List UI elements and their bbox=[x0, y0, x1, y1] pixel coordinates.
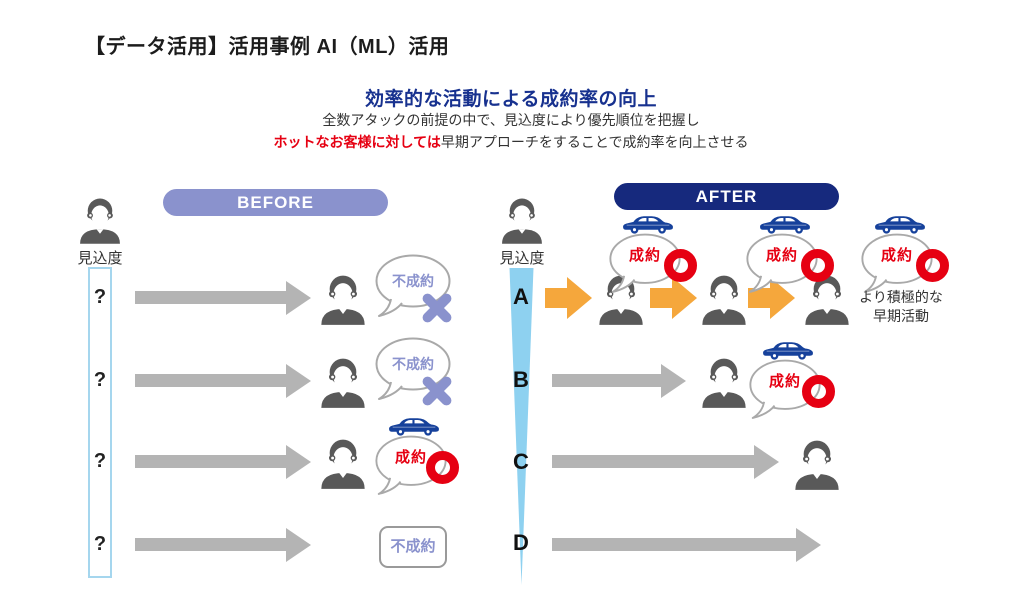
success-label: 成約 bbox=[880, 247, 913, 264]
flow-arrow-icon bbox=[135, 538, 286, 551]
before-pill: BEFORE bbox=[163, 189, 388, 216]
success-ring-icon bbox=[426, 451, 459, 484]
prospect-funnel-icon bbox=[509, 268, 534, 585]
x-mark-icon bbox=[420, 374, 454, 408]
customer-person-icon bbox=[699, 356, 749, 408]
prospect-unknown-box bbox=[88, 267, 112, 578]
after-note-line2: 早期活動 bbox=[873, 307, 929, 324]
prospect-grade-d: D bbox=[513, 530, 529, 555]
prospect-grade-c: C bbox=[513, 449, 529, 474]
flow-arrow-icon bbox=[135, 455, 286, 468]
person-icon bbox=[499, 196, 545, 244]
after-note: より積極的な 早期活動 bbox=[845, 288, 957, 326]
prospect-axis-label: 見込度 bbox=[77, 250, 123, 267]
prospect-grade-b: B bbox=[513, 367, 529, 392]
speech-bubble-success: 成約 bbox=[860, 212, 949, 290]
speech-bubble-success: 成約 bbox=[374, 414, 460, 492]
success-label: 成約 bbox=[628, 247, 661, 264]
headline-subtitle-line2: ホットなお客様に対しては早期アプローチをすることで成約率を向上させる bbox=[205, 132, 817, 152]
prospect-grade-unknown: ? bbox=[93, 533, 107, 555]
headline-title: 効率的な活動による成約率の向上 bbox=[365, 89, 657, 110]
speech-bubble-success: 成約 bbox=[748, 338, 835, 416]
success-label: 成約 bbox=[768, 373, 801, 390]
prospect-grade-unknown: ? bbox=[93, 450, 107, 472]
prospect-grade-a: A bbox=[513, 284, 529, 309]
fail-label: 不成約 bbox=[392, 273, 434, 289]
success-ring-icon bbox=[801, 249, 834, 282]
customer-person-icon bbox=[318, 273, 368, 325]
fast-approach-arrow-icon bbox=[748, 288, 770, 308]
success-label: 成約 bbox=[765, 247, 798, 264]
headline-subtitle-line1: 全数アタックの前提の中で、見込度により優先順位を把握し bbox=[322, 112, 700, 128]
flow-arrow-icon bbox=[135, 374, 286, 387]
after-pill: AFTER bbox=[614, 183, 839, 210]
customer-person-icon bbox=[699, 273, 749, 325]
fast-approach-arrow-icon bbox=[650, 288, 672, 308]
page-title: 【データ活用】活用事例 AI（ML）活用 bbox=[85, 36, 450, 58]
flow-arrow-icon bbox=[552, 538, 796, 551]
person-icon bbox=[77, 196, 123, 244]
success-label: 成約 bbox=[394, 449, 427, 466]
success-ring-icon bbox=[916, 249, 949, 282]
headline-rest: 早期アプローチをすることで成約率を向上させる bbox=[440, 134, 749, 150]
speech-bubble-success: 成約 bbox=[745, 212, 834, 290]
fast-approach-arrow-icon bbox=[545, 288, 567, 308]
speech-bubble-fail: 不成約 bbox=[374, 337, 452, 401]
flow-arrow-icon bbox=[135, 291, 286, 304]
customer-person-icon bbox=[318, 356, 368, 408]
headline-highlight: ホットなお客様に対しては bbox=[273, 134, 441, 150]
speech-bubble-fail: 不成約 bbox=[374, 254, 452, 318]
x-mark-icon bbox=[420, 291, 454, 325]
success-ring-icon bbox=[802, 375, 835, 408]
flow-arrow-icon bbox=[552, 455, 754, 468]
fail-label: 不成約 bbox=[392, 356, 434, 372]
flow-arrow-icon bbox=[552, 374, 661, 387]
prospect-grade-unknown: ? bbox=[93, 286, 107, 308]
customer-person-icon bbox=[318, 437, 368, 489]
speech-bubble-success: 成約 bbox=[608, 212, 697, 290]
success-ring-icon bbox=[664, 249, 697, 282]
after-note-line1: より積極的な bbox=[859, 289, 943, 305]
customer-person-icon bbox=[792, 438, 842, 490]
prospect-axis-label: 見込度 bbox=[499, 250, 545, 267]
prospect-grade-unknown: ? bbox=[93, 369, 107, 391]
fail-result-box: 不成約 bbox=[379, 526, 447, 568]
